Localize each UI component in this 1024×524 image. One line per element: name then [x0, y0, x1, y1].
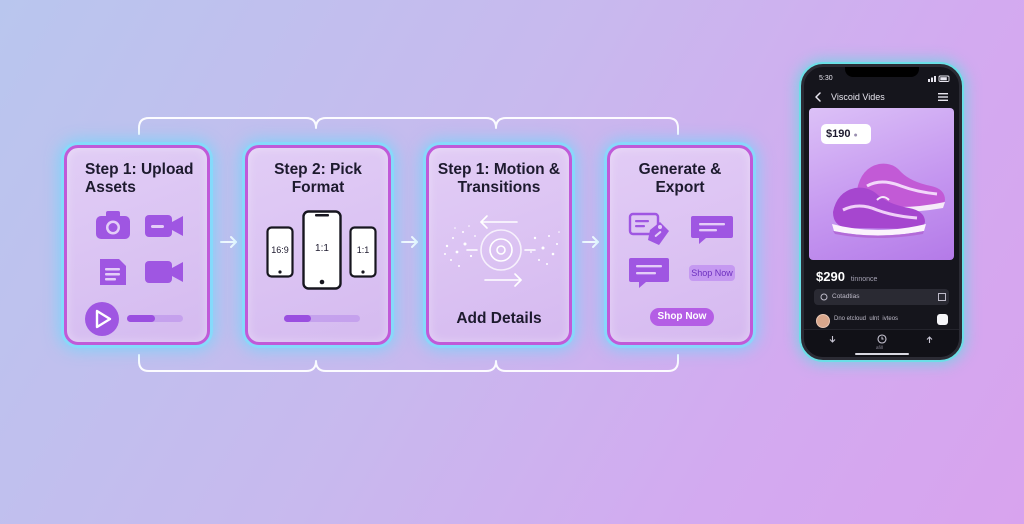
back-icon[interactable] [814, 92, 822, 102]
step-title: Generate & Export [638, 161, 722, 196]
step-card-export: Generate & Export Shop Now Shop Now [607, 145, 753, 345]
upload-progress-fill [127, 315, 155, 322]
document-icon[interactable] [98, 257, 128, 287]
upload-progress-bar [127, 315, 183, 322]
tab-label: afill [876, 345, 883, 350]
step-title: Step 1: Upload Assets [85, 161, 194, 196]
product-image[interactable]: $190● [809, 108, 954, 260]
video-camera-icon[interactable] [144, 258, 184, 286]
arrow-right-icon [220, 236, 237, 248]
format-progress-fill [284, 315, 311, 322]
phone-notch [845, 67, 919, 77]
chat-bubble-icon[interactable] [690, 214, 734, 246]
phone-1-1-icon[interactable]: 1:1 [349, 226, 377, 278]
camera-icon[interactable] [95, 210, 131, 240]
step-title: Step 1: Motion & Transitions [437, 161, 561, 196]
format-progress-bar [284, 315, 360, 322]
top-bracket [138, 117, 679, 135]
arrow-right-icon [582, 236, 599, 248]
shop-now-badge[interactable]: Shop Now [689, 265, 735, 281]
option-row-label: Cotadtias [832, 293, 860, 300]
download-icon[interactable] [828, 335, 837, 344]
step-card-upload: Step 1: Upload Assets [64, 145, 210, 345]
caption-row: Dno etcloud ulnt ivteos [814, 312, 949, 329]
image-icon [938, 293, 946, 301]
price-note: tinnonce [850, 276, 878, 283]
add-details-label: Add Details [456, 310, 542, 327]
price-tag: $190● [821, 124, 871, 144]
bottom-bracket [138, 354, 679, 372]
home-indicator [855, 353, 909, 355]
app-title: Viscoid Vides [831, 92, 885, 102]
step-card-format: Step 2: Pick Format 16:9 1:1 1:1 [245, 145, 391, 345]
phone-16-9-icon[interactable]: 16:9 [266, 226, 294, 278]
chat-bubble-icon[interactable] [628, 256, 670, 290]
option-row[interactable]: Cotadtias [814, 289, 949, 305]
status-icons [928, 75, 950, 82]
format-ratio-label: 16:9 [271, 245, 289, 255]
share-icon[interactable] [925, 335, 934, 344]
clock-icon[interactable] [877, 334, 887, 344]
format-ratio-label: 1:1 [356, 245, 370, 255]
play-icon[interactable] [84, 301, 120, 337]
sneaker-image [832, 163, 945, 238]
avatar[interactable] [816, 314, 830, 328]
shop-now-button[interactable]: Shop Now [650, 308, 714, 326]
phone-1-1-icon[interactable]: 1:1 [302, 210, 342, 290]
link-icon [820, 293, 828, 301]
price-tag-icon[interactable] [628, 212, 672, 248]
motion-transition-icon [444, 215, 560, 287]
status-time: 5:30 [819, 75, 833, 82]
phone-tab-bar: afill [804, 329, 959, 357]
arrow-right-icon [401, 236, 418, 248]
price-tag-value: $190 [826, 128, 851, 140]
video-camera-icon[interactable] [144, 212, 184, 240]
phone-preview: 5:30 Viscoid Vides $190● [801, 64, 962, 360]
format-ratio-label: 1:1 [315, 243, 329, 254]
app-badge[interactable] [937, 314, 948, 325]
menu-icon[interactable] [938, 93, 948, 101]
step-card-motion: Step 1: Motion & Transitions Add Details [426, 145, 572, 345]
step-title: Step 2: Pick Format [274, 161, 362, 196]
caption-text: Dno etcloud ulnt ivteos [834, 316, 899, 322]
